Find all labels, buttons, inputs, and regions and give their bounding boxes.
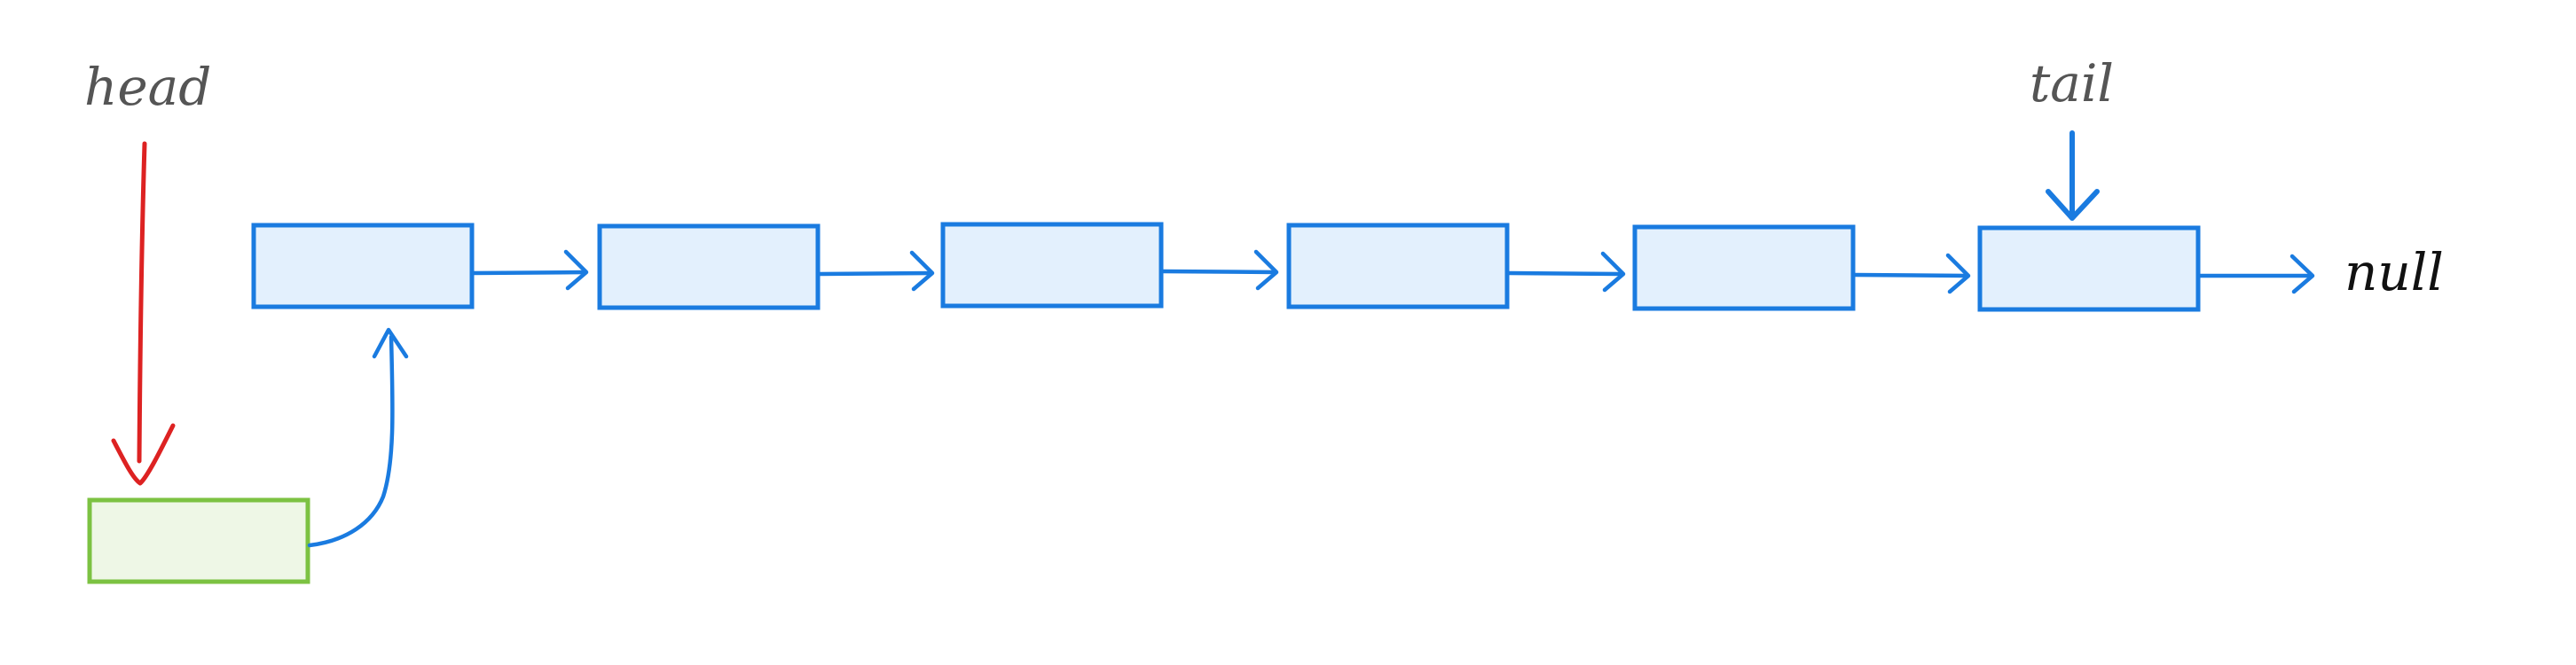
null-link-arrow: [2197, 254, 2315, 294]
tail-pointer-arrow: [2046, 130, 2100, 221]
list-node: [597, 223, 821, 310]
new-head-node: [87, 497, 310, 584]
null-label: null: [2344, 242, 2444, 302]
list-node: [1286, 223, 1510, 309]
new-node-link-arrow: [307, 327, 409, 548]
head-pointer-arrow: [111, 141, 176, 486]
next-link-arrow: [817, 250, 935, 292]
next-link-arrow: [1160, 249, 1279, 291]
next-link-arrow: [471, 249, 589, 291]
next-link-arrow: [1852, 253, 1971, 294]
list-node: [940, 222, 1164, 309]
list-node: [1632, 224, 1856, 311]
tail-label: tail: [2030, 53, 2114, 113]
head-label: head: [84, 57, 211, 117]
list-node: [1977, 225, 2201, 312]
list-node: [251, 223, 475, 309]
next-link-arrow: [1506, 251, 1626, 293]
